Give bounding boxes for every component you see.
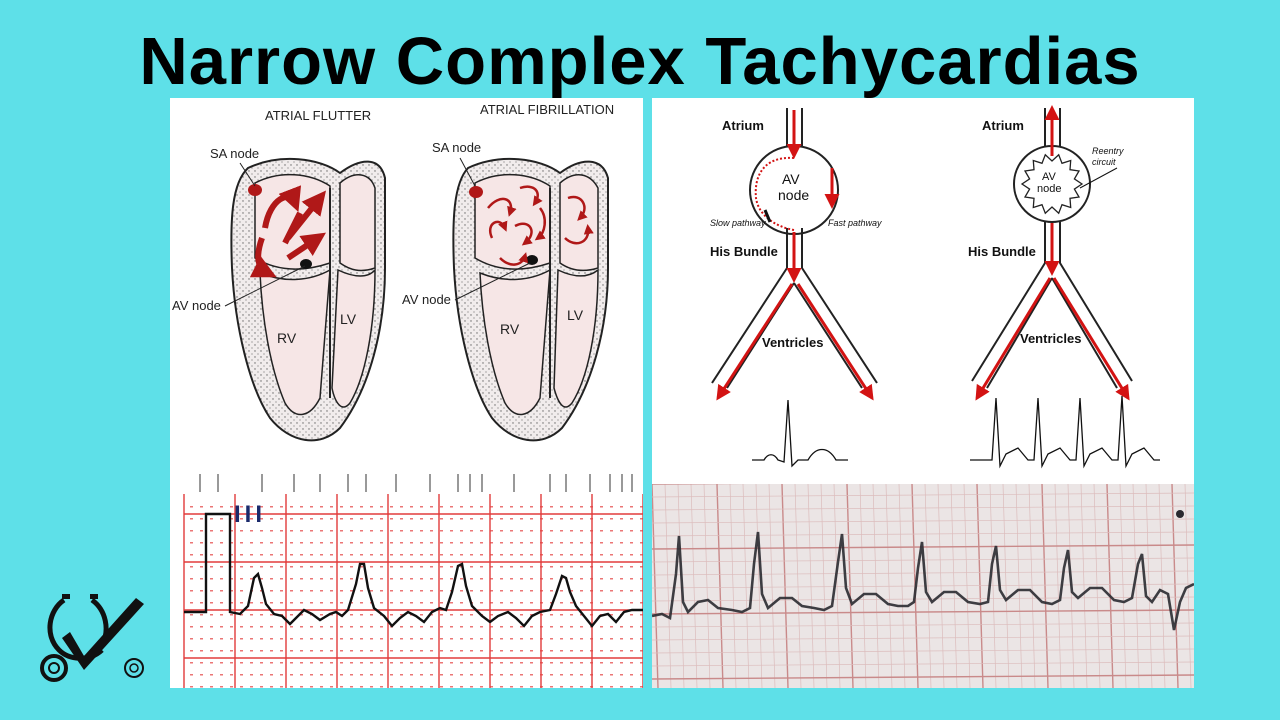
ecg-complex-single bbox=[752, 399, 848, 468]
ecg-complex-tachy bbox=[970, 395, 1160, 469]
av-node-reentry-diagram: Atrium AV node Slow pathway Fast pathway… bbox=[652, 98, 1194, 484]
his-bundle-label-right: His Bundle bbox=[968, 244, 1036, 259]
ecg-strip-flutter: III bbox=[170, 466, 643, 688]
heart-fibrillation-illustration: SA node AV node RV LV bbox=[402, 140, 609, 442]
stethoscope-checkmark-icon bbox=[34, 590, 152, 690]
flutter-lv-label: LV bbox=[340, 311, 357, 327]
atrium-label-left: Atrium bbox=[722, 118, 764, 133]
ventricles-label-left: Ventricles bbox=[762, 335, 823, 350]
heart-diagram-panel: ATRIAL FLUTTER ATRIAL FIBRILLATION SA no… bbox=[170, 98, 643, 466]
flutter-rv-label: RV bbox=[277, 330, 297, 346]
ecg-trace-flutter bbox=[184, 512, 643, 628]
his-bundle-label-left: His Bundle bbox=[710, 244, 778, 259]
av-reentry-circuit-illustration: Atrium AV node Reentry circuit His Bundl… bbox=[968, 105, 1160, 469]
fast-pathway-label: Fast pathway bbox=[828, 218, 882, 228]
flutter-title: ATRIAL FLUTTER bbox=[265, 108, 371, 123]
ventricles-label-right: Ventricles bbox=[1020, 331, 1081, 346]
av-node-label-left-1: AV bbox=[782, 171, 800, 187]
atrium-label-right: Atrium bbox=[982, 118, 1024, 133]
ecg-tick-marks bbox=[199, 474, 633, 492]
av-node-label-right-2: node bbox=[1037, 183, 1061, 195]
reentry-label-2: circuit bbox=[1092, 157, 1116, 167]
av-node-label-right-1: AV bbox=[1042, 171, 1057, 183]
ecg-strip-svt bbox=[652, 484, 1194, 688]
slow-pathway-label: Slow pathway bbox=[710, 218, 766, 228]
flutter-av-node-label: AV node bbox=[172, 298, 221, 313]
fibrillation-rv-label: RV bbox=[500, 321, 520, 337]
av-node-label-left-2: node bbox=[778, 187, 809, 203]
reentry-label-1: Reentry bbox=[1092, 146, 1124, 156]
fibrillation-lv-label: LV bbox=[567, 307, 584, 323]
fibrillation-sa-node-label: SA node bbox=[432, 140, 481, 155]
ecg-lead-label: III bbox=[234, 501, 266, 528]
av-dual-pathway-illustration: Atrium AV node Slow pathway Fast pathway… bbox=[710, 108, 882, 468]
flutter-sa-node-label: SA node bbox=[210, 146, 259, 161]
fibrillation-title: ATRIAL FIBRILLATION bbox=[480, 102, 614, 117]
heart-flutter-illustration: SA node AV node RV LV bbox=[172, 146, 386, 442]
ecg-trace-svt bbox=[652, 531, 1194, 631]
page-title: Narrow Complex Tachycardias bbox=[139, 24, 1141, 99]
fibrillation-av-node-label: AV node bbox=[402, 292, 451, 307]
ecg-grid bbox=[183, 494, 643, 688]
